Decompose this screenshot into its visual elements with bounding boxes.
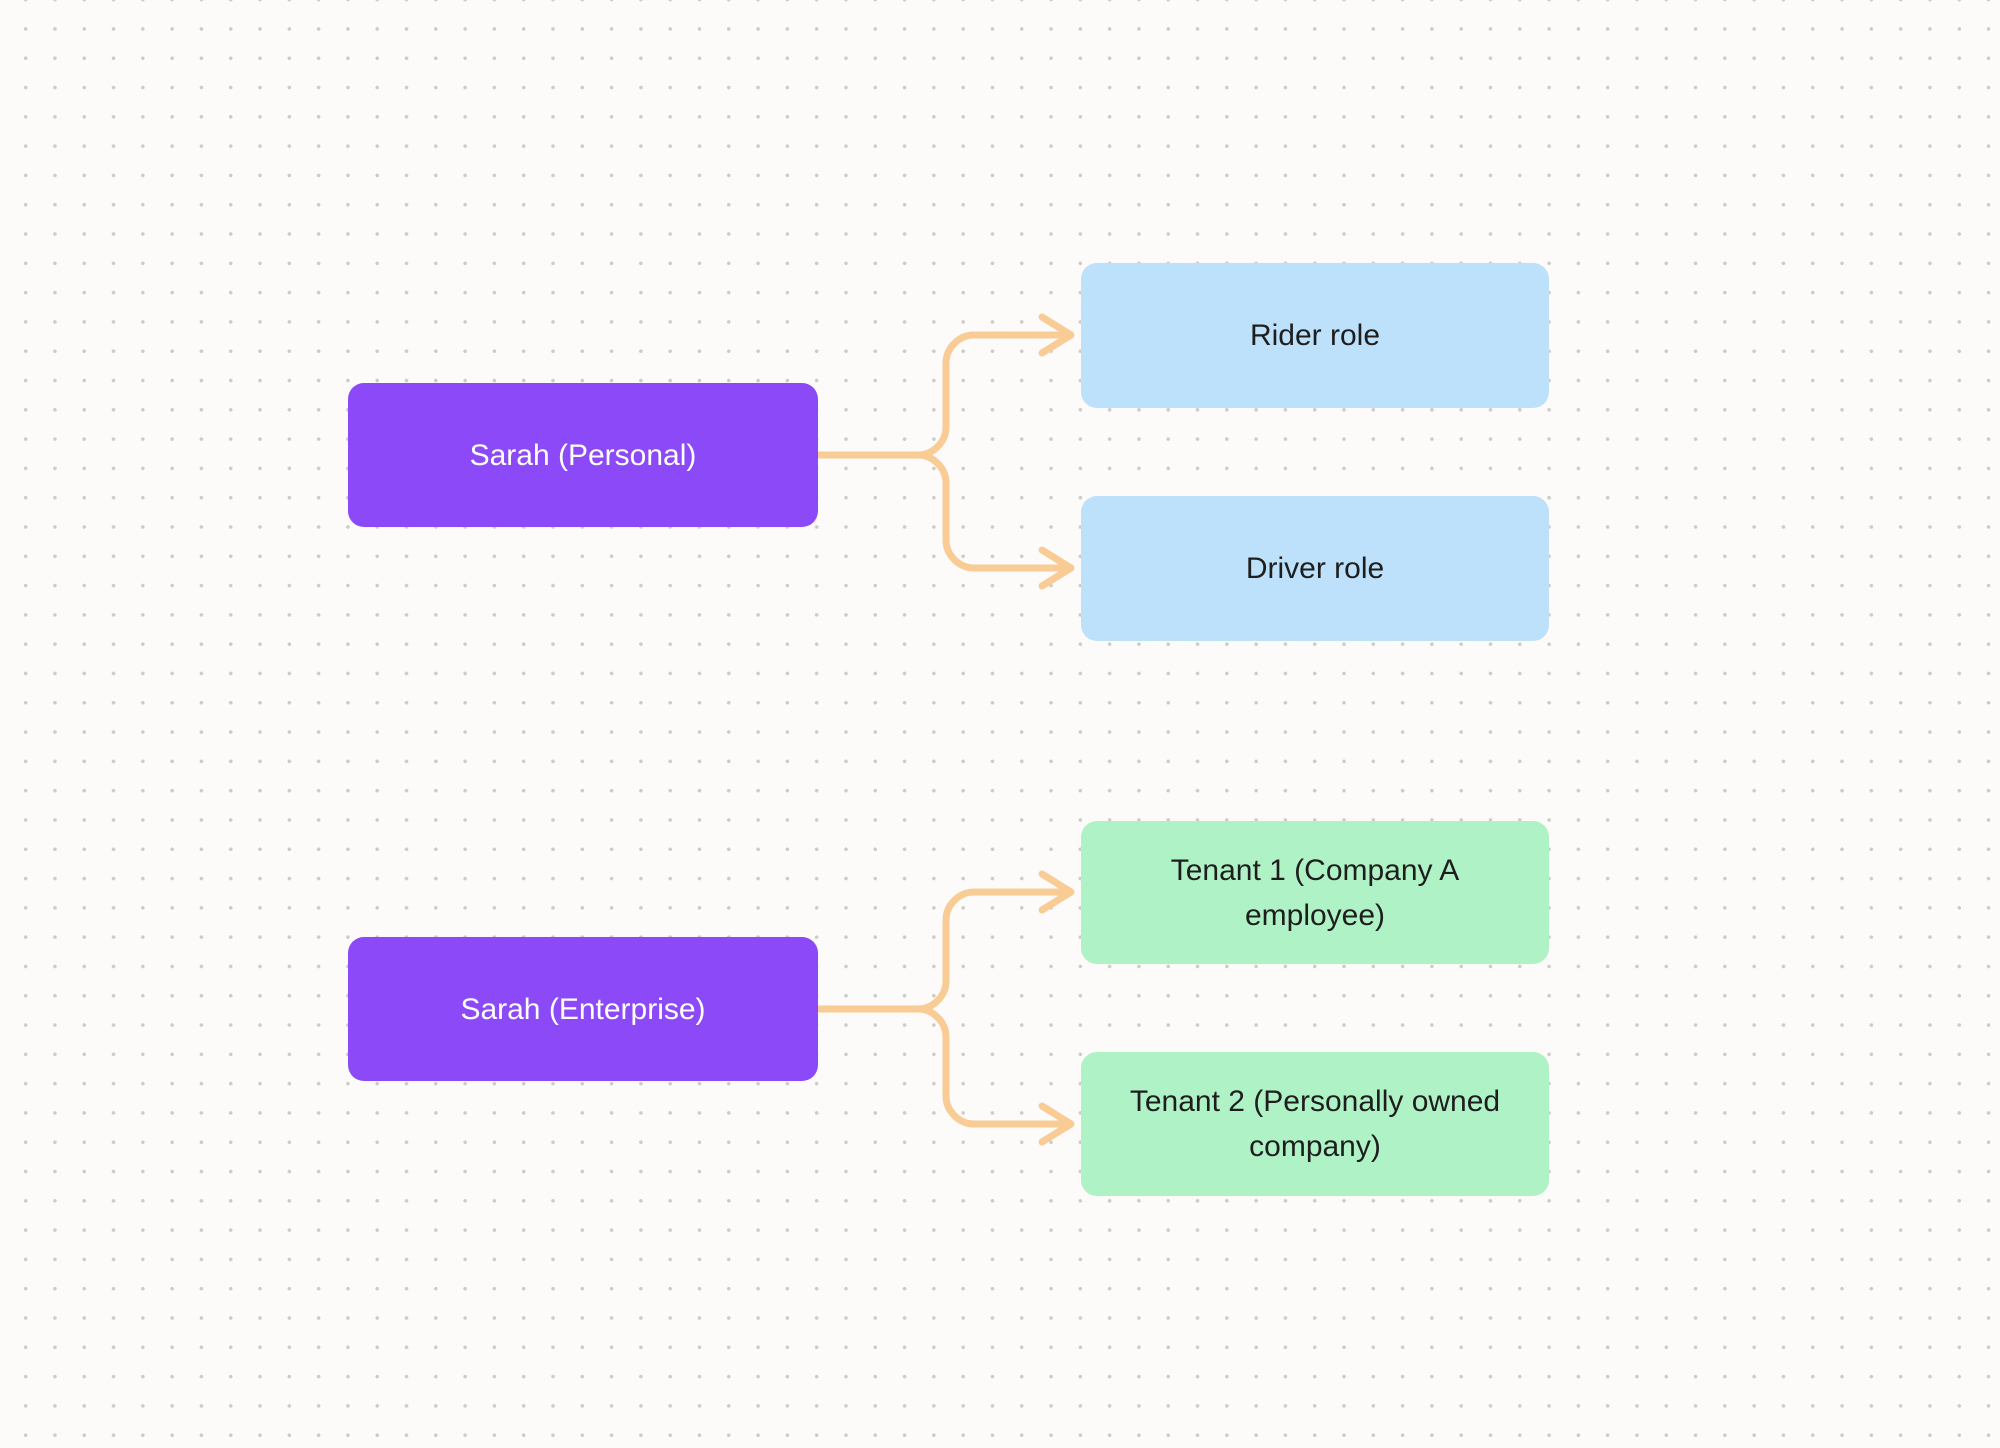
connector-shaft <box>816 888 1068 1013</box>
node-rider-role[interactable]: Rider role <box>1081 263 1549 408</box>
node-sarah-personal[interactable]: Sarah (Personal) <box>348 383 818 527</box>
arrowhead <box>1038 1102 1075 1146</box>
node-tenant-1[interactable]: Tenant 1 (Company A employee) <box>1081 821 1549 964</box>
connector-shaft <box>816 331 1068 459</box>
node-sarah-enterprise[interactable]: Sarah (Enterprise) <box>348 937 818 1081</box>
connector-sarah-personal-to-rider-role[interactable] <box>816 313 1075 459</box>
node-label: Rider role <box>1249 319 1381 352</box>
connector-sarah-personal-to-driver-role[interactable] <box>816 451 1075 590</box>
node-label: Driver role <box>1245 552 1385 585</box>
node-label: Sarah (Personal) <box>469 438 697 472</box>
connector-shaft <box>816 1005 1068 1128</box>
arrowhead <box>1038 870 1075 914</box>
node-label: Tenant 2 (Personally owned company) <box>1129 1085 1501 1163</box>
connector-sarah-enterprise-to-tenant-2[interactable] <box>816 1005 1075 1146</box>
arrowhead <box>1038 313 1075 357</box>
connector-shaft <box>816 451 1068 572</box>
arrowhead <box>1038 546 1075 590</box>
connector-sarah-enterprise-to-tenant-1[interactable] <box>816 870 1075 1013</box>
node-driver-role[interactable]: Driver role <box>1081 496 1549 641</box>
node-label: Tenant 1 (Company A employee) <box>1170 853 1460 932</box>
node-label: Sarah (Enterprise) <box>460 992 706 1026</box>
node-tenant-2[interactable]: Tenant 2 (Personally owned company) <box>1081 1052 1549 1196</box>
